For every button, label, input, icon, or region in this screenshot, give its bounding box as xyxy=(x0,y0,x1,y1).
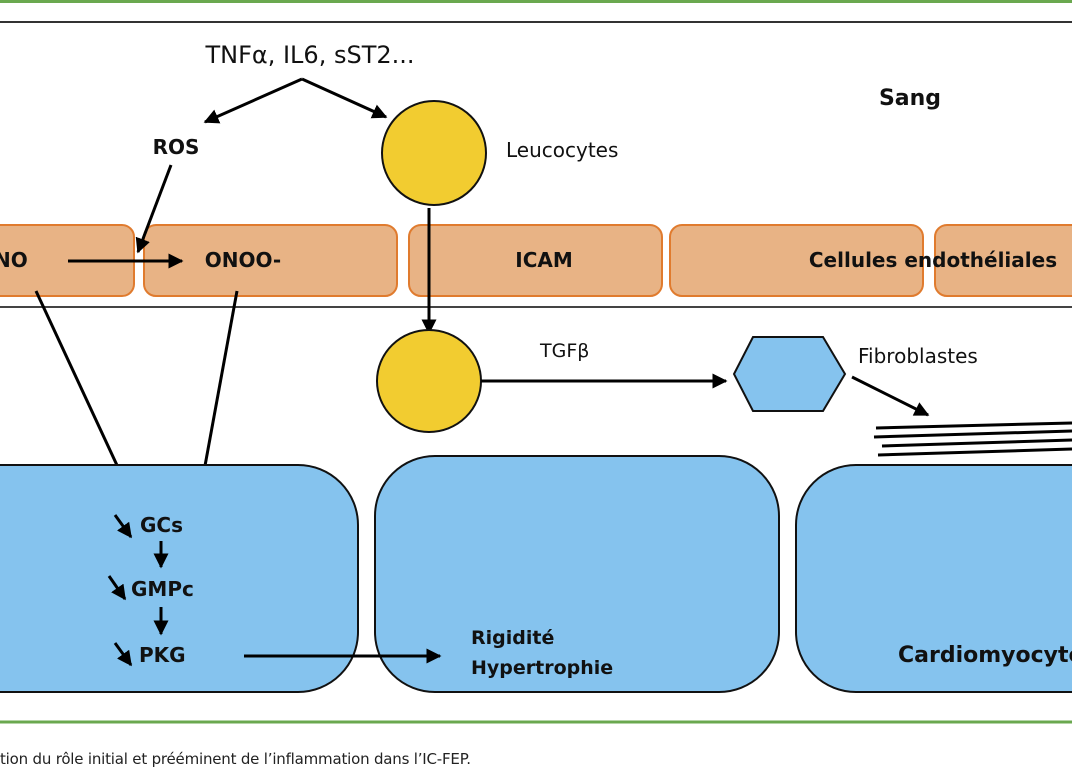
fibroblast xyxy=(732,336,847,412)
collagen-fibers xyxy=(873,421,1072,457)
decrease-arrow-gmpc xyxy=(107,575,127,601)
cardiomyocyte-left xyxy=(0,464,359,693)
sang-label: Sang xyxy=(879,86,941,111)
endothelial-cell-right xyxy=(934,224,1072,297)
onoo-label: ONOO- xyxy=(205,248,281,272)
arrow-fibroblast-to-fibers xyxy=(851,375,930,417)
gmpc-label: GMPc xyxy=(131,577,194,601)
endothelium-layer xyxy=(0,224,1072,297)
rigidite-label: Rigidité xyxy=(471,627,554,649)
cardiomyocyte-right xyxy=(795,464,1072,693)
arrow-cytokines-to-leucocyte xyxy=(301,77,388,119)
endothelial-label: Cellules endothéliales xyxy=(809,248,1057,272)
leucocyte-tissue xyxy=(376,329,482,433)
fibroblastes-label: Fibroblastes xyxy=(858,344,978,368)
decrease-arrow-gcs xyxy=(113,514,133,539)
arrow-cytokines-to-ros xyxy=(203,77,303,124)
arrow-ros-to-junction xyxy=(135,164,173,254)
ros-label: ROS xyxy=(153,135,200,159)
figure-caption: tion du rôle initial et prééminent de l’… xyxy=(0,750,471,768)
endothelial-cell-middle xyxy=(669,224,924,297)
icam-label: ICAM xyxy=(515,248,573,272)
cardiomyocytes-label: Cardiomyocytes xyxy=(898,643,1072,668)
tgfb-label: TGFβ xyxy=(539,340,589,362)
hypertrophie-label: Hypertrophie xyxy=(471,657,613,679)
pkg-label: PKG xyxy=(139,643,186,667)
leucocytes-label: Leucocytes xyxy=(506,138,618,162)
endothelial-cell-icam xyxy=(408,224,663,297)
cytokines-label: TNFα, IL6, sST2... xyxy=(204,41,414,69)
gcs-label: GCs xyxy=(140,513,183,537)
leucocyte-blood xyxy=(381,100,487,206)
decrease-arrow-pkg xyxy=(113,642,133,667)
no-label: NO xyxy=(0,248,28,272)
cardiomyocyte-middle xyxy=(374,455,780,693)
